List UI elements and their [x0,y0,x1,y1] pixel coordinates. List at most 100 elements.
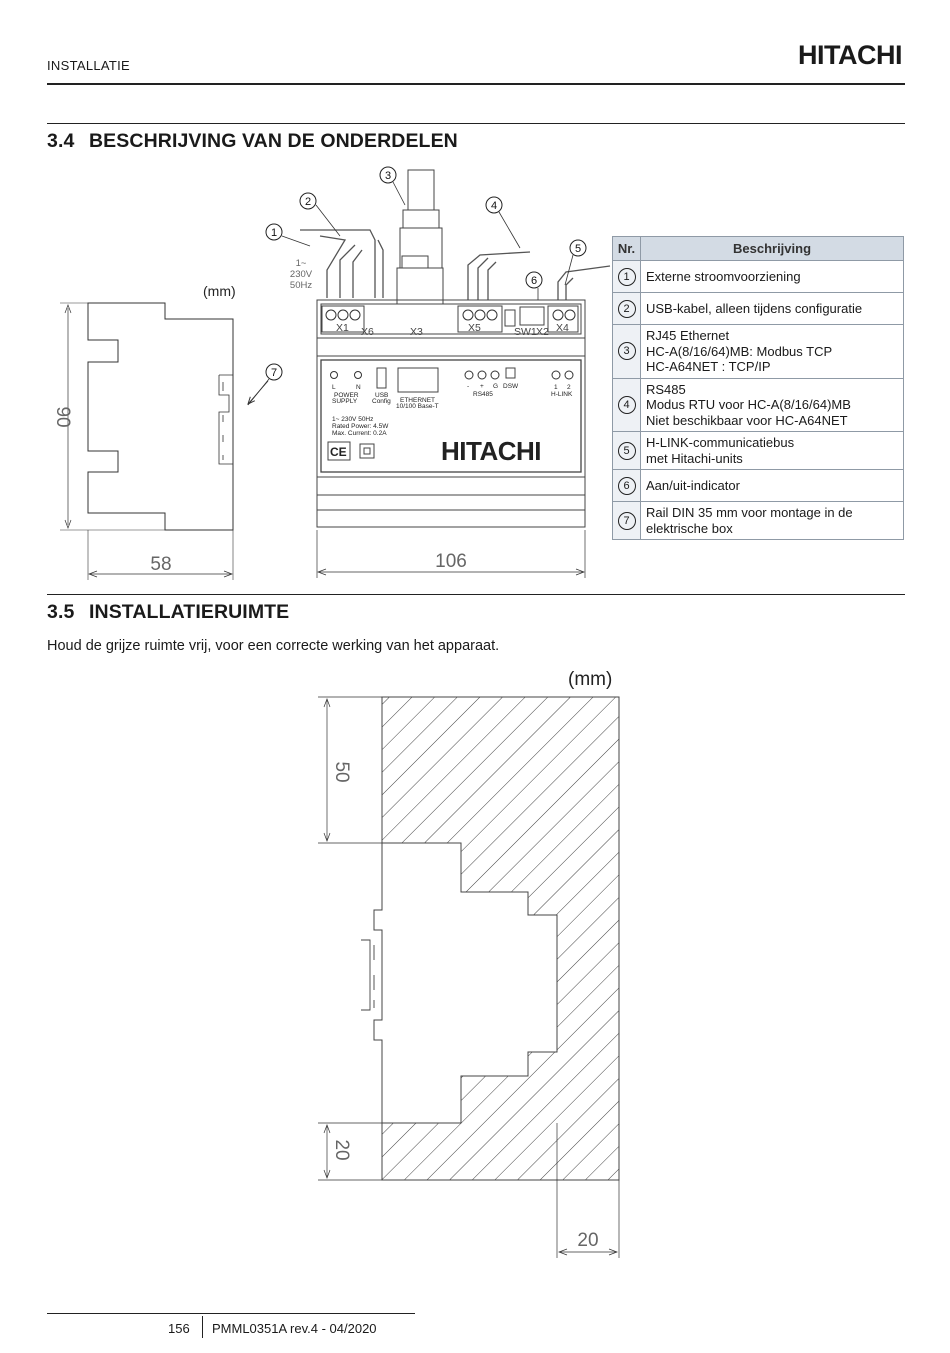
panel-label-base-t: 10/100 Base-T [396,403,439,410]
callout-4-label: 4 [491,200,497,212]
row-description: USB-kabel, alleen tijdens configuratie [646,300,863,316]
header-section-label: INSTALLATIE [47,58,131,73]
terminal-label-x1: X1 [336,322,349,334]
col-desc-header: Beschrijving [640,236,904,261]
row-description: HC-A64NET : TCP/IP [646,359,771,374]
row-description: Modus RTU voor HC-A(8/16/64)MB [646,397,851,412]
callout-6-label: 6 [531,275,537,287]
din-rail-drawing [361,939,375,1011]
terminal-label-sw1: SW1 [514,326,537,338]
row-number: 3 [617,342,636,361]
panel-label-rs485: RS485 [473,391,493,398]
table-row: 2 USB-kabel, alleen tijdens configuratie [612,292,904,325]
terminal-label-x3: X3 [410,326,423,338]
hitachi-logo: HITACHI [798,40,903,70]
panel-label-power: POWER [334,392,359,399]
col-nr-header: Nr. [612,236,641,261]
terminal-screws [325,309,576,380]
callout-2: 2 [299,192,317,210]
power-label-phase: 1~ [296,258,307,269]
footer-separator [202,1316,203,1338]
panel-label-rs485-minus: - [467,383,469,390]
footer-rule [47,1313,415,1314]
row-description: Rail DIN 35 mm voor montage in de [646,505,853,520]
callout-3-label: 3 [385,170,391,182]
header-rule [47,83,905,85]
panel-label-config: Config [372,398,391,405]
section-34-title: BESCHRIJVING VAN DE ONDERDELEN [89,130,458,152]
row-description: HC-A(8/16/64)MB: Modbus TCP [646,343,833,359]
callout-4: 4 [485,196,503,214]
panel-label-hlink: H-LINK [551,391,573,398]
section-35-rule [47,594,905,595]
panel-label-n: N [356,384,361,391]
clearance-side-label: 20 [577,1230,598,1251]
row-description: Niet beschikbaar voor HC-A64NET [646,412,848,428]
panel-label-l: L [332,384,336,391]
parts-table: Nr. Beschrijving 1 Externe stroomvoorzie… [612,236,904,540]
terminal-label-x4: X4 [556,322,569,334]
table-row: 5 H-LINK-communicatiebus met Hitachi-uni… [612,431,904,470]
dimension-depth-label: 58 [150,554,171,575]
power-label-voltage: 230V [290,269,313,280]
callout-7-label: 7 [271,367,277,379]
panel-label-supply: SUPPLY [332,398,358,405]
clearance-dimensions [318,696,620,1258]
terminal-label-x6: X6 [361,326,374,338]
front-view-drawing [316,299,586,528]
clearance-bottom-label: 20 [331,1139,352,1160]
parts-figure: (mm) 90 58 [52,166,611,580]
section-35-text: Houd de grijze ruimte vrij, voor een cor… [47,638,500,654]
row-number: 5 [617,441,636,460]
dimension-width-label: 106 [435,551,467,572]
clearance-unit-label: (mm) [568,669,612,690]
panel-label-hlink-2: 2 [567,384,571,391]
side-view-unit-label: (mm) [203,283,236,299]
row-description: elektrische box [646,520,733,536]
callout-1-label: 1 [271,227,277,239]
row-number: 1 [617,267,636,286]
panel-label-dsw: DSW [503,383,519,390]
row-description: Externe stroomvoorziening [646,268,801,284]
side-view-drawing [60,302,234,580]
panel-label-rs485-g: G [493,383,498,390]
panel-label-rating-2: Rated Power: 4.5W [332,423,389,430]
row-description: met Hitachi-units [646,450,743,466]
table-row: 6 Aan/uit-indicator [612,469,904,502]
clearance-top-label: 50 [331,761,352,782]
section-34-heading: 3.4 BESCHRIJVING VAN DE ONDERDELEN [47,130,458,153]
callout-6: 6 [525,271,543,289]
callout-5: 5 [569,239,587,257]
terminal-label-x2: X2 [536,326,549,338]
panel-brand-logo: HITACHI [441,436,541,466]
callout-2-label: 2 [305,196,311,208]
panel-label-rs485-plus: + [480,383,484,390]
row-number: 7 [617,511,636,530]
row-number: 2 [617,299,636,318]
callout-5-label: 5 [575,243,581,255]
panel-label-rating-1: 1~ 230V 50Hz [332,416,373,423]
table-row: 3 RJ45 Ethernet HC-A(8/16/64)MB: Modbus … [612,324,904,379]
terminal-label-x5: X5 [468,322,481,334]
device-outline [373,842,558,1124]
panel-ce-mark: CE [330,445,347,459]
cables [300,229,611,300]
row-number: 6 [617,476,636,495]
callout-1: 1 [265,223,283,241]
row-number: 4 [617,395,636,414]
panel-label-rating-3: Max. Current: 0.2A [332,430,387,437]
power-label-frequency: 50Hz [290,280,312,291]
page-number: 156 [168,1321,190,1336]
rj45-connector-drawing [396,169,444,305]
width-dimension [316,530,586,578]
panel-label-hlink-1: 1 [554,384,558,391]
section-34-rule [47,123,905,124]
installation-space-figure: (mm) 50 20 20 [318,669,620,1258]
section-34-number: 3.4 [47,130,75,152]
section-35-number: 3.5 [47,601,75,623]
dimension-height-label: 90 [52,406,73,427]
row-description: Aan/uit-indicator [646,477,740,493]
panel-label-ethernet: ETHERNET [400,397,435,404]
callout-3: 3 [379,166,397,184]
